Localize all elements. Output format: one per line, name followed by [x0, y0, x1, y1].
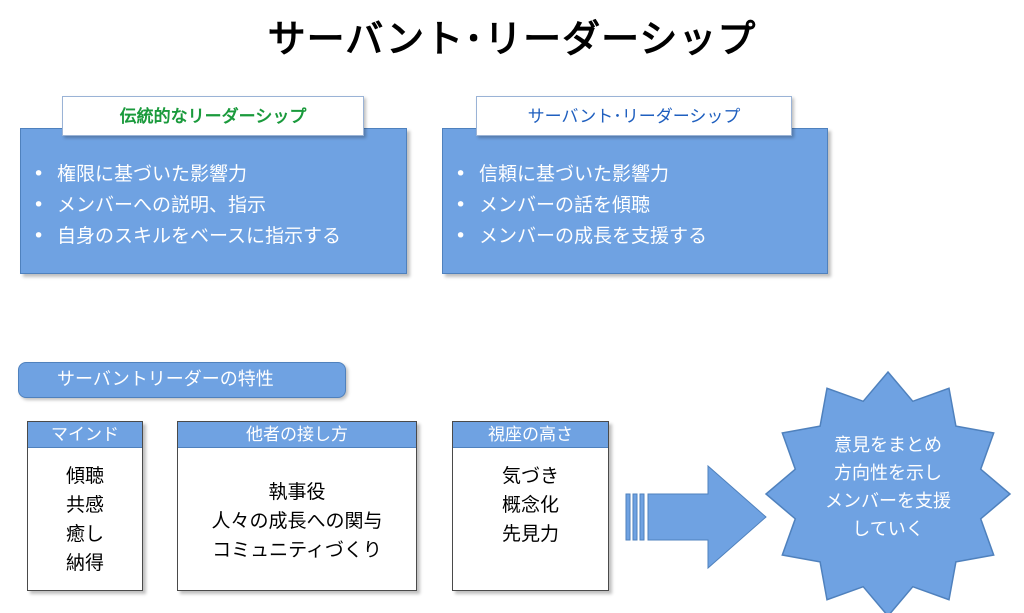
list-item: •メンバーへの説明、指示 [33, 194, 267, 216]
trait-title: 視座の高さ [453, 422, 608, 448]
servant-panel: •信頼に基づいた影響力 •メンバーの話を傾聴 •メンバーの成長を支援する [442, 128, 828, 274]
list-item: •メンバーの話を傾聴 [455, 194, 651, 216]
trait-box-interaction: 他者の接し方 執事役 人々の成長への関与 コミュニティづくり [177, 421, 417, 591]
result-line: していく [852, 519, 924, 540]
trait-line: 共感 [65, 494, 104, 516]
list-item: •自身のスキルをベースに指示する [33, 225, 342, 247]
trait-line: 気づき [501, 465, 559, 487]
arrow-right-icon [625, 464, 767, 570]
trait-line: コミュニティづくり [212, 539, 382, 561]
list-item: •権限に基づいた影響力 [33, 163, 248, 185]
servant-label: サーバント･リーダーシップ [476, 96, 792, 136]
page-title: サーバント･リーダーシップ [267, 17, 757, 61]
trait-line: 先見力 [501, 523, 559, 545]
result-line: 意見をまとめ [834, 435, 942, 456]
traditional-label: 伝統的なリーダーシップ [62, 96, 364, 136]
result-line: 方向性を示し [834, 463, 942, 484]
trait-line: 概念化 [501, 494, 559, 516]
trait-title: 他者の接し方 [178, 422, 416, 448]
trait-line: 傾聴 [65, 465, 104, 487]
trait-line: 納得 [65, 552, 104, 574]
list-item: •メンバーの成長を支援する [455, 225, 708, 247]
traditional-list: •権限に基づいた影響力 •メンバーへの説明、指示 •自身のスキルをベースに指示す… [33, 159, 341, 252]
trait-line: 人々の成長への関与 [211, 510, 383, 532]
result-line: メンバーを支援 [825, 491, 951, 512]
result-text: 意見をまとめ 方向性を示し メンバーを支援 していく [790, 432, 986, 544]
trait-line: 癒し [65, 523, 104, 545]
list-item: •信頼に基づいた影響力 [455, 163, 670, 185]
servant-list: •信頼に基づいた影響力 •メンバーの話を傾聴 •メンバーの成長を支援する [455, 159, 707, 252]
trait-title: マインド [28, 422, 142, 448]
traditional-panel: •権限に基づいた影響力 •メンバーへの説明、指示 •自身のスキルをベースに指示す… [20, 128, 407, 274]
trait-line: 執事役 [268, 481, 326, 503]
traits-header: サーバントリーダーの特性 [18, 362, 346, 398]
trait-box-mind: マインド 傾聴 共感 癒し 納得 [27, 421, 143, 591]
starburst-shape [764, 370, 1012, 613]
trait-box-perspective: 視座の高さ 気づき 概念化 先見力 [452, 421, 609, 591]
